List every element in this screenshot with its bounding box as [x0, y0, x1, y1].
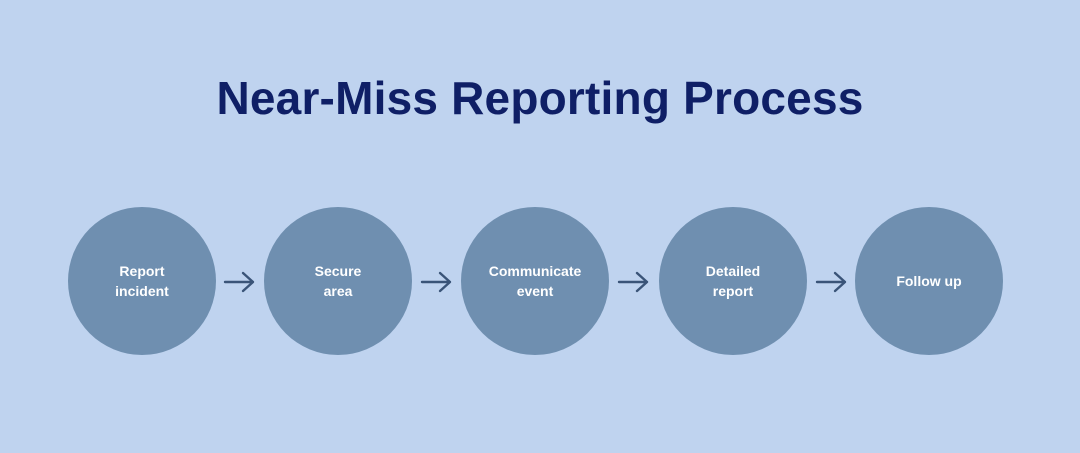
arrow-right-icon [617, 269, 651, 295]
step-label: Detailed report [705, 263, 761, 299]
step-report-incident: Report incident [68, 207, 216, 355]
arrow-right-icon [420, 269, 454, 295]
step-label: Follow up [896, 273, 962, 289]
step-detailed-report: Detailed report [659, 207, 807, 355]
step-secure-area: Secure area [264, 207, 412, 355]
arrow-right-icon [223, 269, 257, 295]
step-label: Communicate event [488, 263, 582, 299]
step-label: Secure area [314, 263, 362, 299]
diagram-title: Near-Miss Reporting Process [216, 72, 864, 124]
step-communicate-event: Communicate event [461, 207, 609, 355]
step-label: Report incident [115, 263, 169, 299]
arrow-right-icon [815, 269, 849, 295]
step-follow-up: Follow up [855, 207, 1003, 355]
